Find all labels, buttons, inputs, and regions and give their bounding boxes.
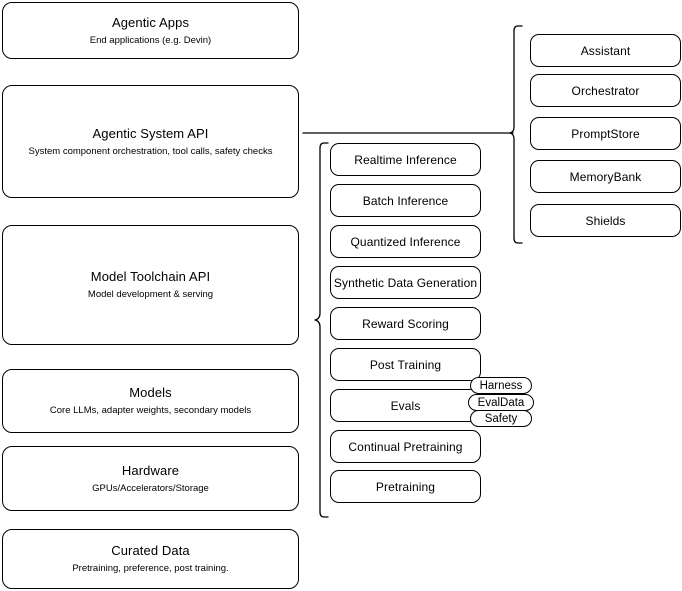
layer-models[interactable]: Models Core LLMs, adapter weights, secon… [2, 369, 299, 433]
capability-label: Realtime Inference [354, 152, 457, 167]
system-component-memorybank[interactable]: MemoryBank [530, 160, 681, 193]
eval-subcomponent-harness[interactable]: Harness [470, 377, 532, 394]
layer-agentic-apps[interactable]: Agentic Apps End applications (e.g. Devi… [2, 2, 299, 59]
layer-agentic-system-api[interactable]: Agentic System API System component orch… [2, 85, 299, 198]
capability-label: Reward Scoring [362, 316, 449, 331]
system-component-assistant[interactable]: Assistant [530, 34, 681, 67]
system-component-label: MemoryBank [569, 169, 642, 184]
agentic-system-api-to-components-brace [509, 25, 523, 244]
capability-realtime-inference[interactable]: Realtime Inference [330, 143, 481, 176]
layer-title: Agentic System API [92, 125, 209, 141]
system-component-label: Shields [585, 213, 626, 228]
layer-curated-data[interactable]: Curated Data Pretraining, preference, po… [2, 529, 299, 589]
capability-post-training[interactable]: Post Training [330, 348, 481, 381]
system-component-label: Assistant [580, 43, 631, 58]
layer-subtitle: Core LLMs, adapter weights, secondary mo… [49, 405, 252, 416]
layer-hardware[interactable]: Hardware GPUs/Accelerators/Storage [2, 446, 299, 511]
eval-subcomponent-evaldata[interactable]: EvalData [468, 394, 534, 411]
layer-title: Models [129, 385, 172, 400]
capability-batch-inference[interactable]: Batch Inference [330, 184, 481, 217]
eval-subcomponent-label: Harness [479, 379, 523, 392]
layer-title: Curated Data [111, 543, 190, 558]
capability-synthetic-data-generation[interactable]: Synthetic Data Generation [330, 266, 481, 299]
system-component-label: Orchestrator [571, 83, 640, 98]
system-component-shields[interactable]: Shields [530, 204, 681, 237]
capability-label: Post Training [369, 357, 442, 372]
layer-title: Model Toolchain API [90, 269, 211, 284]
capability-continual-pretraining[interactable]: Continual Pretraining [330, 430, 481, 463]
system-component-orchestrator[interactable]: Orchestrator [530, 74, 681, 107]
layer-subtitle: GPUs/Accelerators/Storage [92, 482, 209, 494]
capability-quantized-inference[interactable]: Quantized Inference [330, 225, 481, 258]
eval-subcomponent-safety[interactable]: Safety [470, 410, 532, 427]
capability-label: Quantized Inference [350, 234, 461, 249]
layer-model-toolchain-api[interactable]: Model Toolchain API Model development & … [2, 225, 299, 345]
eval-subcomponent-label: EvalData [477, 396, 525, 409]
capability-label: Evals [390, 398, 421, 413]
capability-label: Synthetic Data Generation [333, 275, 478, 290]
capability-label: Continual Pretraining [348, 439, 463, 454]
layer-subtitle: Pretraining, preference, post training. [72, 563, 229, 574]
capability-reward-scoring[interactable]: Reward Scoring [330, 307, 481, 340]
layer-subtitle: Model development & serving [87, 289, 214, 300]
system-component-promptstore[interactable]: PromptStore [530, 117, 681, 150]
system-component-label: PromptStore [571, 126, 640, 141]
capability-label: Batch Inference [362, 193, 449, 208]
capability-evals[interactable]: Evals [330, 389, 481, 422]
capability-label: Pretraining [375, 479, 436, 494]
layer-title: Agentic Apps [111, 14, 190, 30]
layer-subtitle: System component orchestration, tool cal… [28, 145, 273, 157]
model-toolchain-api-to-capabilities-brace [314, 142, 329, 518]
layer-title: Hardware [121, 462, 180, 478]
layer-subtitle: End applications (e.g. Devin) [89, 34, 212, 46]
eval-subcomponent-label: Safety [484, 412, 518, 425]
capability-pretraining[interactable]: Pretraining [330, 470, 481, 503]
